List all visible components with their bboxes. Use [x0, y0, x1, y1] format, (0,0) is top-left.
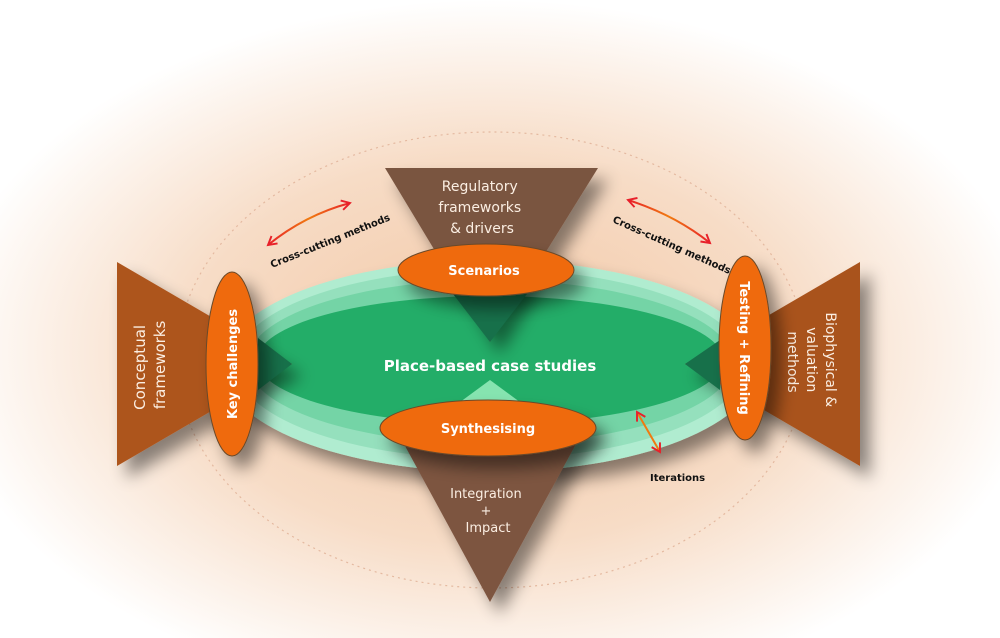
case-study-rings	[222, 260, 758, 472]
left-triangle-tip	[258, 338, 292, 390]
oval-synthesising: Synthesising	[379, 399, 597, 457]
right-triangle-tip	[685, 340, 720, 390]
oval-testing-refining: Testing + Refining	[718, 255, 772, 441]
cross-cutting-arrow-right	[626, 197, 712, 245]
key-challenges-label: Key challenges	[226, 309, 241, 420]
scenarios-label: Scenarios	[448, 264, 520, 279]
top-triangle-tip	[450, 290, 530, 342]
bottom-triangle	[392, 422, 588, 602]
center-label: Place-based case studies	[384, 357, 597, 375]
right-triangle	[685, 262, 860, 466]
case-studies-core	[257, 296, 723, 424]
left-triangle	[117, 262, 292, 466]
top-triangle-label: Regulatory frameworks & drivers	[438, 179, 525, 237]
bottom-triangle-label: Integration + Impact	[450, 487, 526, 536]
cross-cutting-arrow-left	[266, 199, 352, 247]
oval-key-challenges: Key challenges	[205, 271, 259, 457]
testing-refining-label: Testing + Refining	[736, 281, 751, 415]
synthesising-label: Synthesising	[441, 422, 535, 437]
left-triangle-label: Conceptual frameworks	[131, 320, 169, 410]
iterations-arrow	[636, 410, 661, 454]
oval-scenarios: Scenarios	[397, 243, 575, 297]
right-triangle-label: Biophysical & valuation methods	[784, 312, 838, 411]
iterations-label: Iterations	[650, 473, 705, 484]
